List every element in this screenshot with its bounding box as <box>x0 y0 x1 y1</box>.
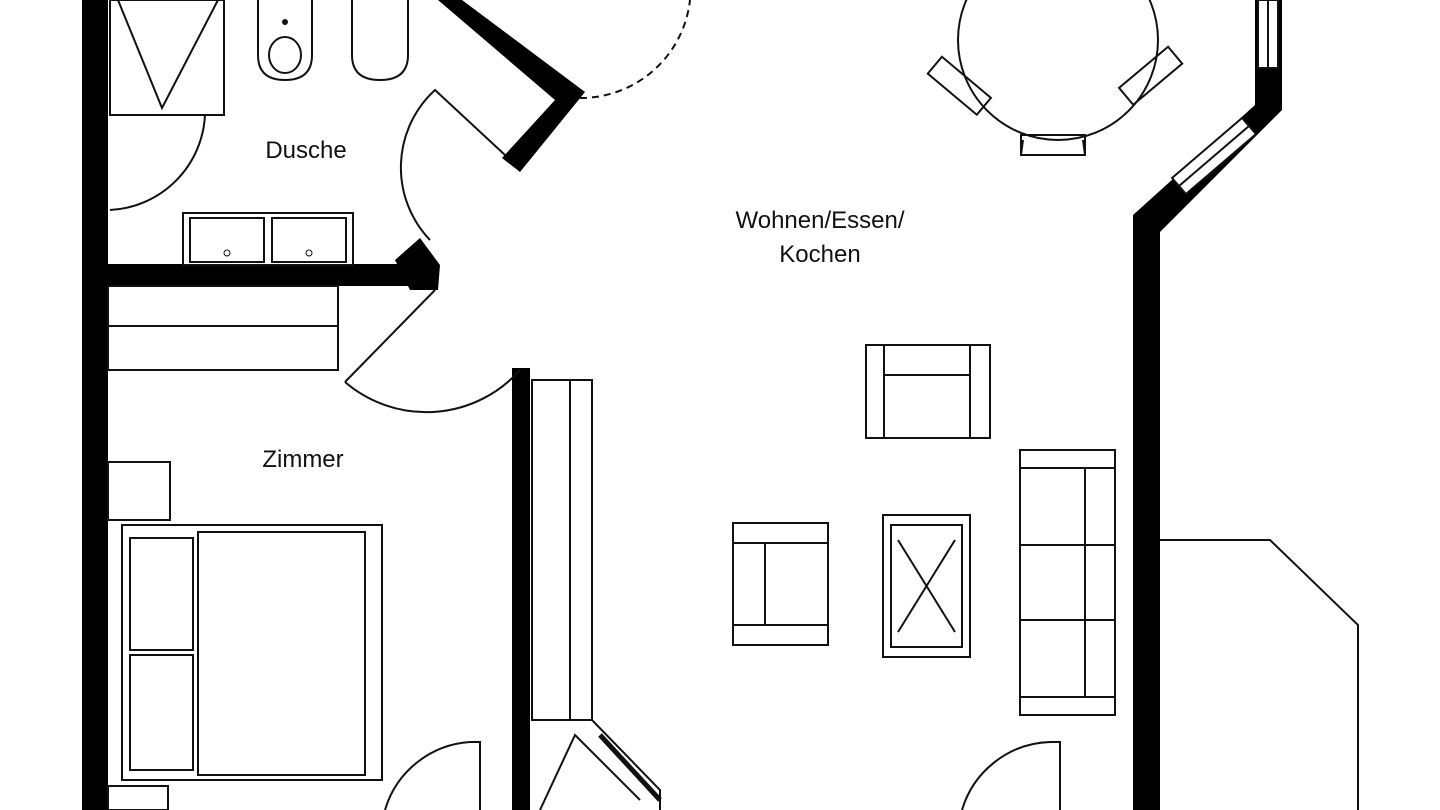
room-label-wohnen: Wohnen/Essen/ Kochen <box>700 204 940 272</box>
bed <box>107 461 383 810</box>
walls <box>82 0 1282 810</box>
armchair-top <box>865 344 991 439</box>
windows <box>1170 0 1279 196</box>
armchair-left <box>732 522 829 646</box>
room-label-zimmer: Zimmer <box>262 446 344 473</box>
room-label-wohnen-line1: Wohnen/Essen/ <box>735 207 905 234</box>
shower <box>109 0 225 211</box>
sinks <box>182 212 354 266</box>
bidet <box>257 0 313 82</box>
shelf <box>107 285 339 371</box>
balcony <box>1160 539 1359 810</box>
doors <box>344 0 1061 810</box>
dining-table <box>926 0 1184 156</box>
toilet <box>351 0 409 82</box>
coffee-table <box>882 514 971 658</box>
sofa <box>1019 449 1116 716</box>
wardrobe <box>531 379 662 810</box>
room-label-dusche: Dusche <box>265 137 347 164</box>
room-label-wohnen-line2: Kochen <box>779 241 861 268</box>
